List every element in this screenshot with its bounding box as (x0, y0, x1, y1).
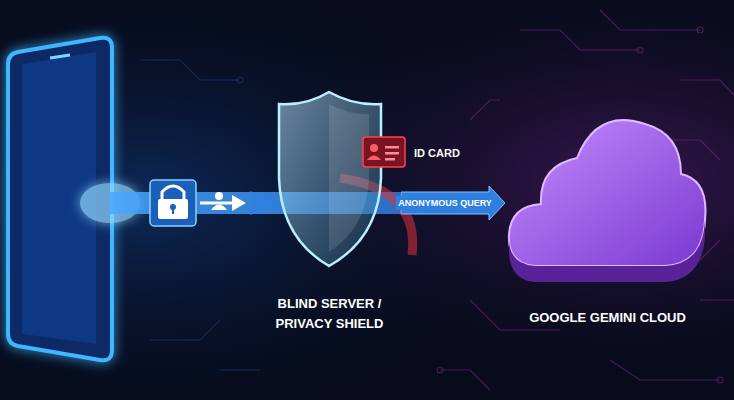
small-arrow (200, 202, 232, 205)
user-icon (211, 192, 227, 210)
small-arrow (232, 195, 246, 211)
shield-shape (269, 88, 391, 270)
cloud-shape (505, 88, 710, 284)
node-label: ID CARD (414, 145, 460, 162)
node-label: BLIND SERVER / PRIVACY SHIELD (262, 294, 397, 333)
cloud-node: GOOGLE GEMINI CLOUD (505, 88, 714, 343)
circuit-lines (140, 60, 260, 370)
edge-label: ANONYMOUS QUERY (396, 196, 494, 210)
node-label: GOOGLE GEMINI CLOUD (505, 308, 710, 328)
id-card: ID CARD (362, 136, 472, 170)
privacy-shield: BLIND SERVER / PRIVACY SHIELD (262, 88, 401, 353)
idcard-shape (362, 136, 406, 168)
lock-icon (150, 180, 196, 226)
